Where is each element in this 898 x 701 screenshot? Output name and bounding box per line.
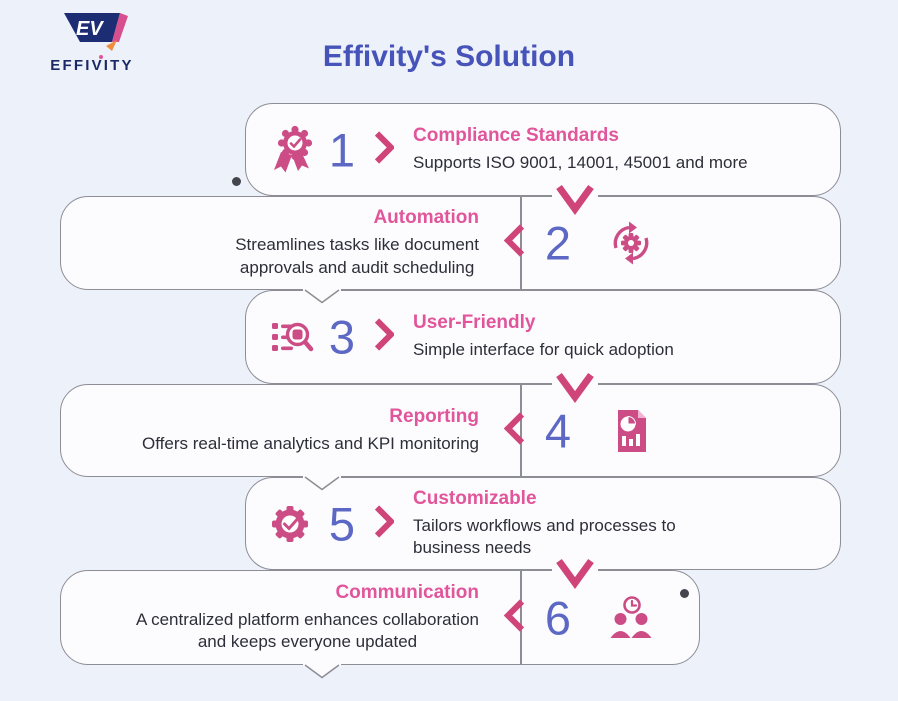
interface-search-icon: [264, 311, 316, 363]
step-title: Communication: [335, 581, 479, 603]
medal-check-icon: [264, 124, 316, 176]
logo-wordmark: EFFIVITY: [50, 55, 134, 74]
step-description: Offers real-time analytics and KPI monit…: [142, 433, 479, 453]
chevron-right-icon: [374, 503, 396, 544]
flow-arrow-down-icon: [552, 183, 598, 215]
connector-notch-down: [303, 662, 341, 679]
step-text: User-Friendly Simple interface for quick…: [413, 312, 674, 362]
gear-check-icon: [264, 498, 316, 550]
step-title: Reporting: [389, 405, 479, 427]
step-title: Compliance Standards: [413, 124, 619, 146]
divider-line: [520, 571, 522, 664]
step-card-4: Reporting Offers real-time analytics and…: [60, 384, 841, 477]
report-chart-icon: [605, 405, 657, 457]
step-title: Automation: [373, 206, 479, 228]
step-number: 2: [544, 216, 572, 270]
step-title: Customizable: [413, 487, 537, 509]
step-description: Tailors workflows and processes to busin…: [413, 515, 676, 557]
chevron-left-icon: [503, 410, 525, 451]
people-clock-icon: [605, 592, 657, 644]
connector-start-dot: [232, 177, 241, 186]
step-number: 1: [328, 123, 356, 176]
effivity-logo-mark: EV: [64, 13, 128, 51]
step-text: Compliance Standards Supports ISO 9001, …: [413, 125, 748, 175]
step-text: Automation Streamlines tasks like docume…: [235, 207, 479, 279]
step-description: Supports ISO 9001, 14001, 45001 and more: [413, 152, 748, 172]
divider-line: [520, 385, 522, 476]
step-title: User-Friendly: [413, 312, 536, 334]
flow-arrow-down-icon: [552, 557, 598, 589]
step-number: 3: [328, 310, 356, 364]
step-description: A centralized platform enhances collabor…: [135, 609, 479, 651]
step-number: 5: [328, 497, 356, 550]
logo-monogram: EV: [76, 18, 104, 40]
automation-cycle-gear-icon: [605, 217, 657, 269]
step-text: Reporting Offers real-time analytics and…: [142, 406, 479, 456]
step-number: 4: [544, 404, 572, 457]
step-text: Communication A centralized platform enh…: [136, 581, 479, 653]
step-card-3: 3 User-Friendly Simple interface for qui…: [245, 290, 841, 384]
chevron-right-icon: [374, 129, 396, 170]
chevron-left-icon: [503, 223, 525, 264]
page-title: Effivity's Solution: [322, 40, 576, 73]
chevron-right-icon: [374, 317, 396, 358]
flow-arrow-down-icon: [552, 371, 598, 403]
step-card-2: Automation Streamlines tasks like docume…: [60, 196, 841, 290]
connector-end-dot: [680, 589, 689, 598]
step-card-1: 1 Compliance Standards Supports ISO 9001…: [245, 103, 841, 196]
step-number: 6: [544, 591, 572, 644]
step-text: Customizable Tailors workflows and proce…: [413, 487, 676, 559]
step-card-6: Communication A centralized platform enh…: [60, 570, 700, 665]
step-card-5: 5 Customizable Tailors workflows and pro…: [245, 477, 841, 570]
divider-line: [520, 197, 522, 289]
step-description: Simple interface for quick adoption: [413, 340, 674, 360]
connector-notch-down: [303, 474, 341, 491]
step-description: Streamlines tasks like document approval…: [235, 234, 479, 277]
chevron-left-icon: [503, 597, 525, 638]
connector-notch-down: [303, 287, 341, 304]
effivity-logo: EV EFFIVITY: [30, 10, 154, 75]
